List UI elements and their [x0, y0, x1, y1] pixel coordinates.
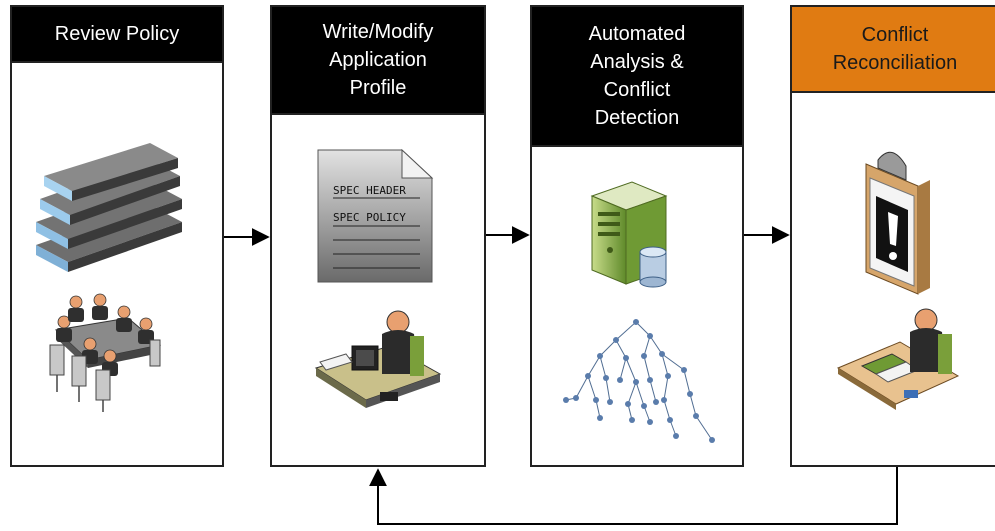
- doc-line-1: SPEC HEADER: [333, 184, 406, 197]
- step-label: Write/Modify Application Profile: [322, 21, 434, 99]
- step-automated-analysis: Automated Analysis & Conflict Detection: [530, 5, 744, 467]
- person-reviewing-icon: [836, 308, 960, 410]
- step-header: Automated Analysis & Conflict Detection: [532, 7, 742, 147]
- step-label: Automated Analysis & Conflict Detection: [588, 23, 686, 129]
- step-header: Write/Modify Application Profile: [272, 7, 484, 115]
- step-label: Review Policy: [54, 23, 180, 45]
- policy-books-icon: [36, 143, 182, 272]
- step-header: Conflict Reconciliation: [792, 7, 995, 93]
- meeting-group-icon: [49, 293, 162, 412]
- spec-document-icon: SPEC HEADER SPEC POLICY: [317, 148, 434, 283]
- tree-graph-icon: [563, 319, 715, 443]
- step-header: Review Policy: [12, 7, 222, 63]
- step-label: Conflict Reconciliation: [832, 24, 958, 74]
- feedback-loop-arrow: [369, 467, 898, 525]
- clipboard-alert-icon: [865, 151, 930, 295]
- doc-line-2: SPEC POLICY: [333, 211, 406, 224]
- person-at-desk-icon: [314, 310, 442, 408]
- server-database-icon: [590, 181, 668, 288]
